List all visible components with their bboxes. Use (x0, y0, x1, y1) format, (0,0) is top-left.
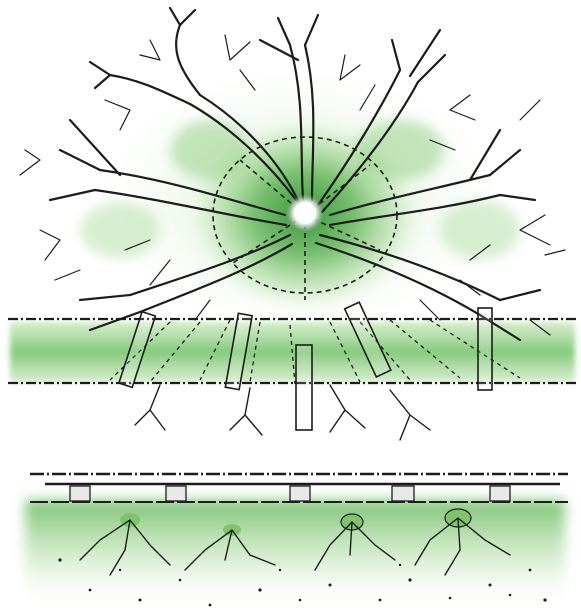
section-view (25, 474, 568, 610)
lower-roots (135, 385, 430, 440)
soil-wash (25, 500, 565, 610)
plan-view (8, 8, 576, 440)
deck-posts (70, 486, 510, 501)
